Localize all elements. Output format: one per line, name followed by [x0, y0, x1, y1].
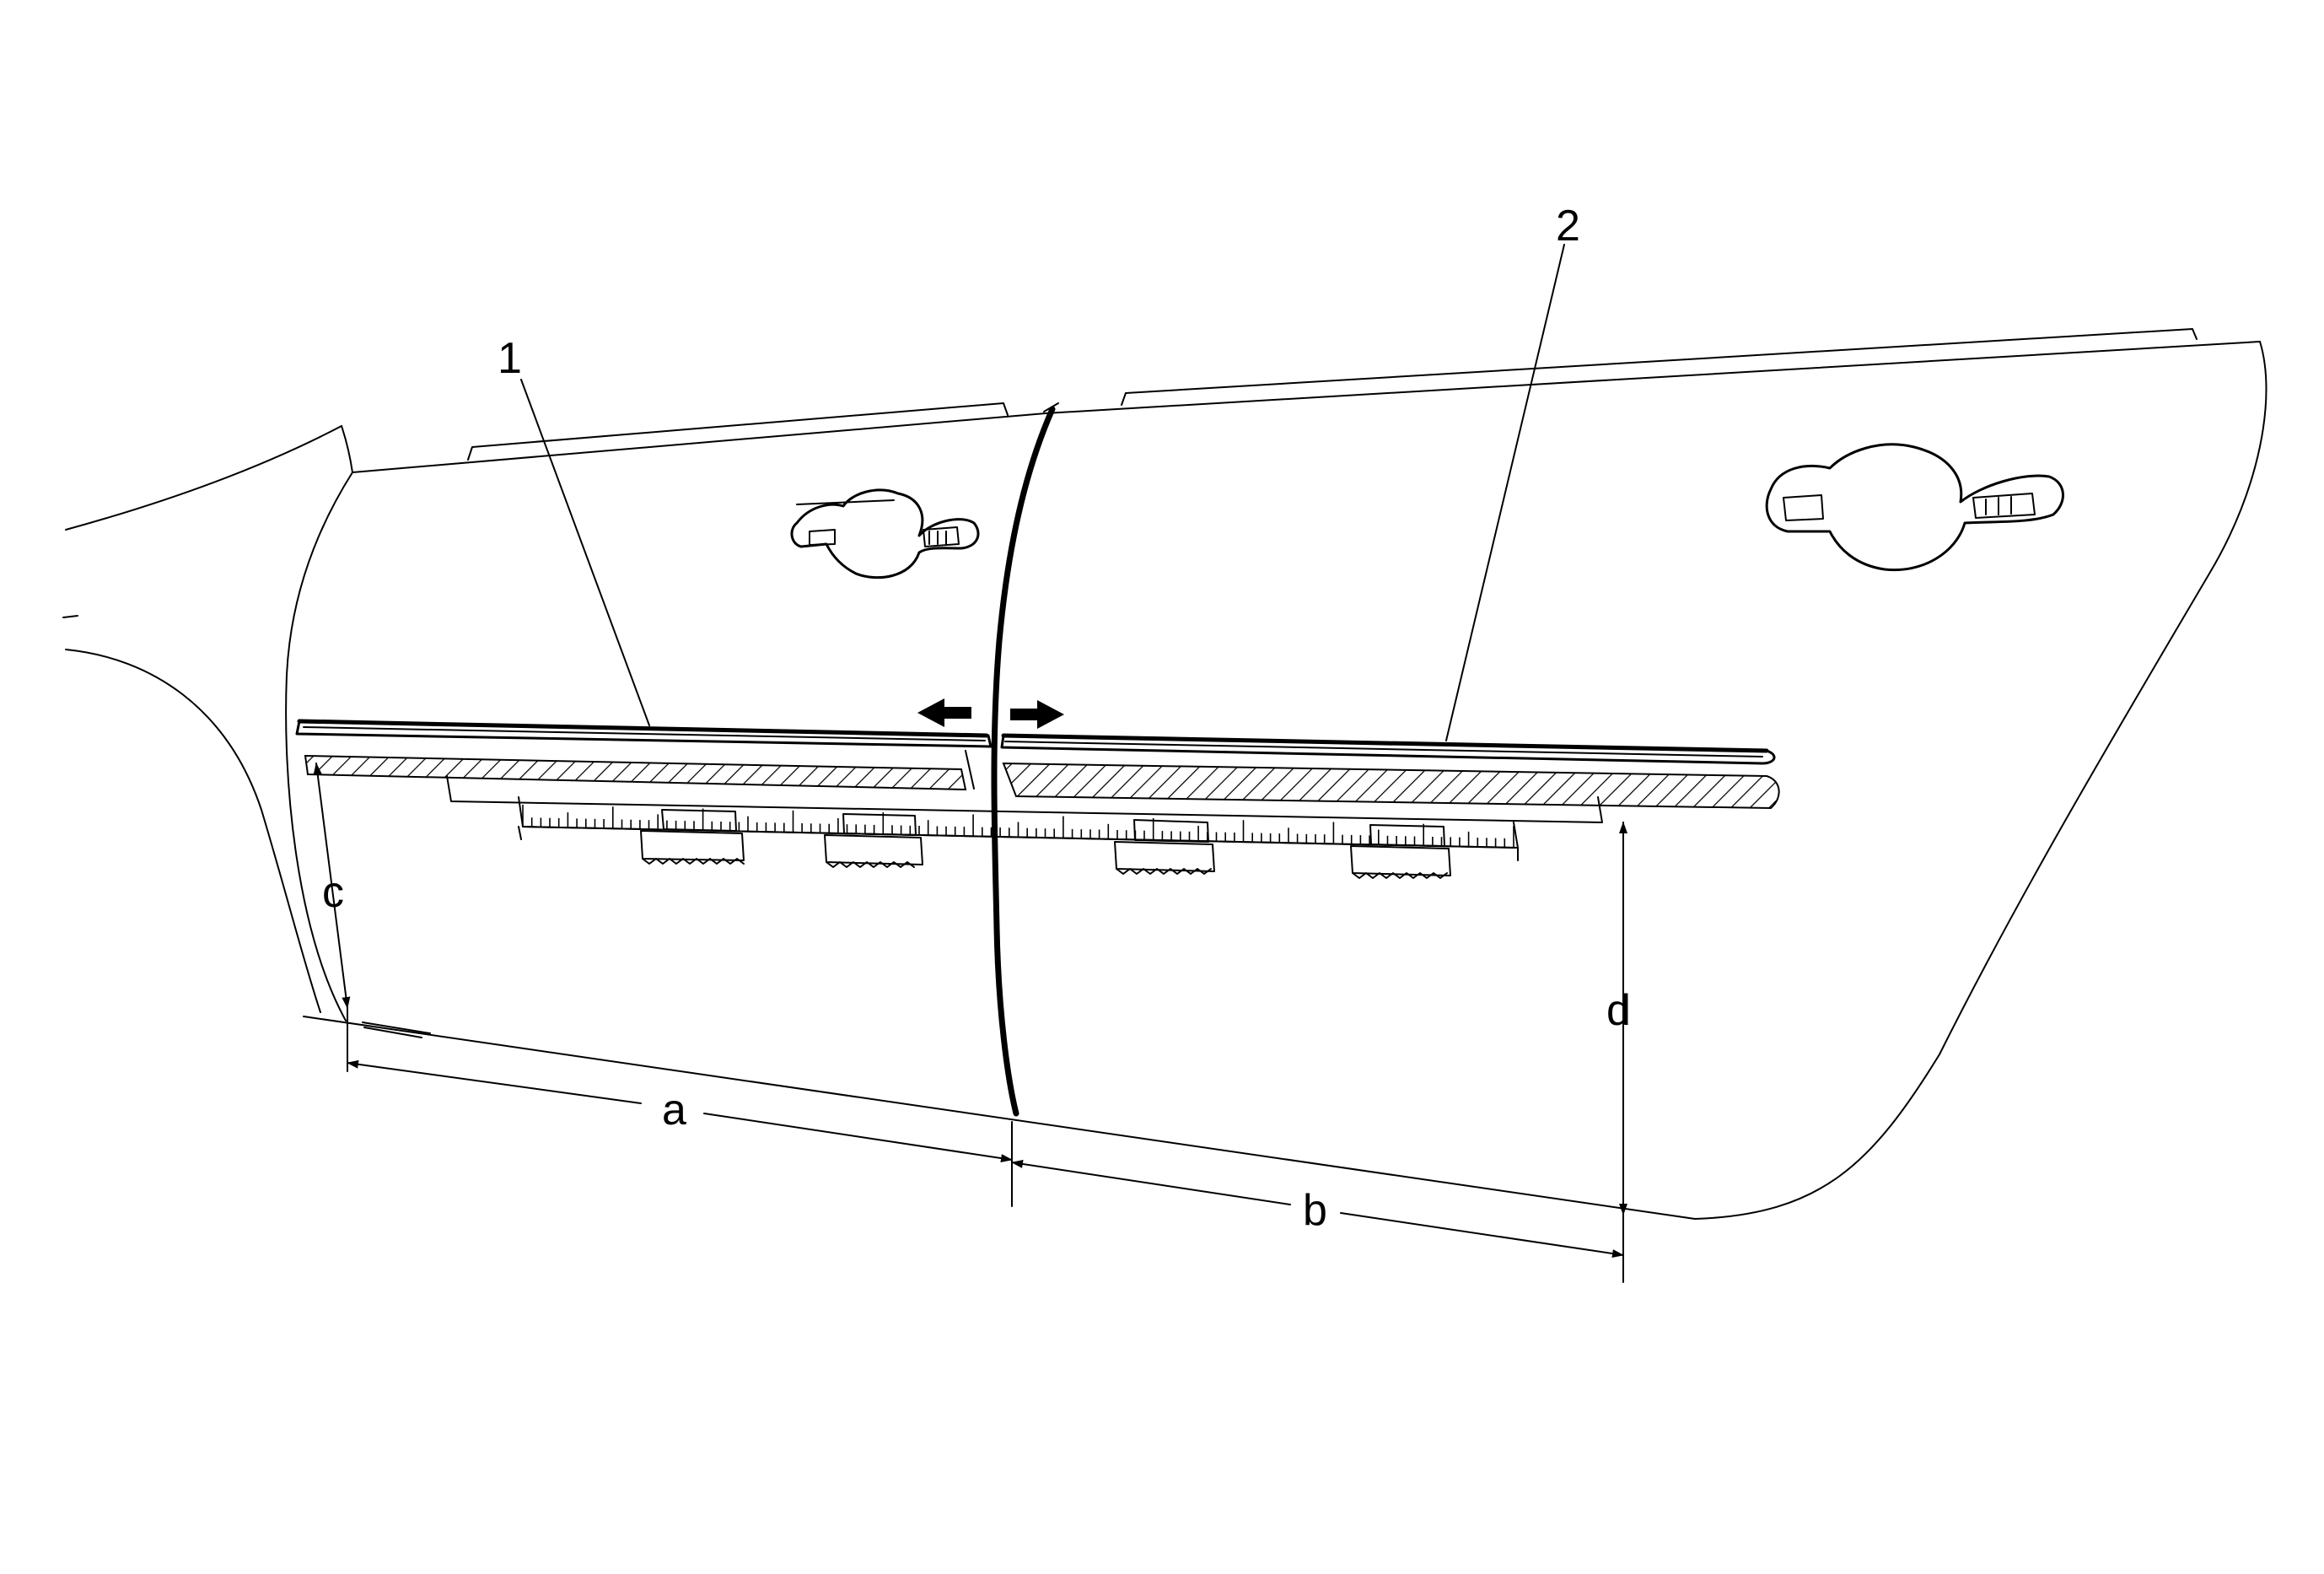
front-door-molding: [295, 719, 993, 748]
ruler-tick-marks: [522, 805, 1514, 848]
adhesive-tape-front: [304, 750, 975, 791]
callout-label-1: 1: [498, 334, 522, 383]
tape-tab: [640, 809, 745, 865]
dimension-label-c: c: [322, 868, 344, 917]
rear-door-molding: [1000, 733, 1776, 765]
callout-label-2: 2: [1556, 202, 1580, 251]
tape-tab: [824, 813, 923, 868]
leader-lines: [520, 244, 1565, 741]
front-door-handle: [790, 488, 980, 579]
dimension-label-b: b: [1303, 1186, 1327, 1235]
dimension-label-a: a: [662, 1086, 686, 1135]
slide-direction-arrows: [917, 698, 1064, 729]
tape-tab: [1114, 819, 1215, 875]
vehicle-body-outline: [62, 328, 2268, 1220]
adhesive-tape-rear: [1002, 762, 1780, 810]
dimension-label-d: d: [1606, 986, 1631, 1035]
tape-tab: [1350, 824, 1451, 879]
dimension-lines: [313, 763, 1627, 1283]
rear-door-handle: [1765, 443, 2064, 572]
